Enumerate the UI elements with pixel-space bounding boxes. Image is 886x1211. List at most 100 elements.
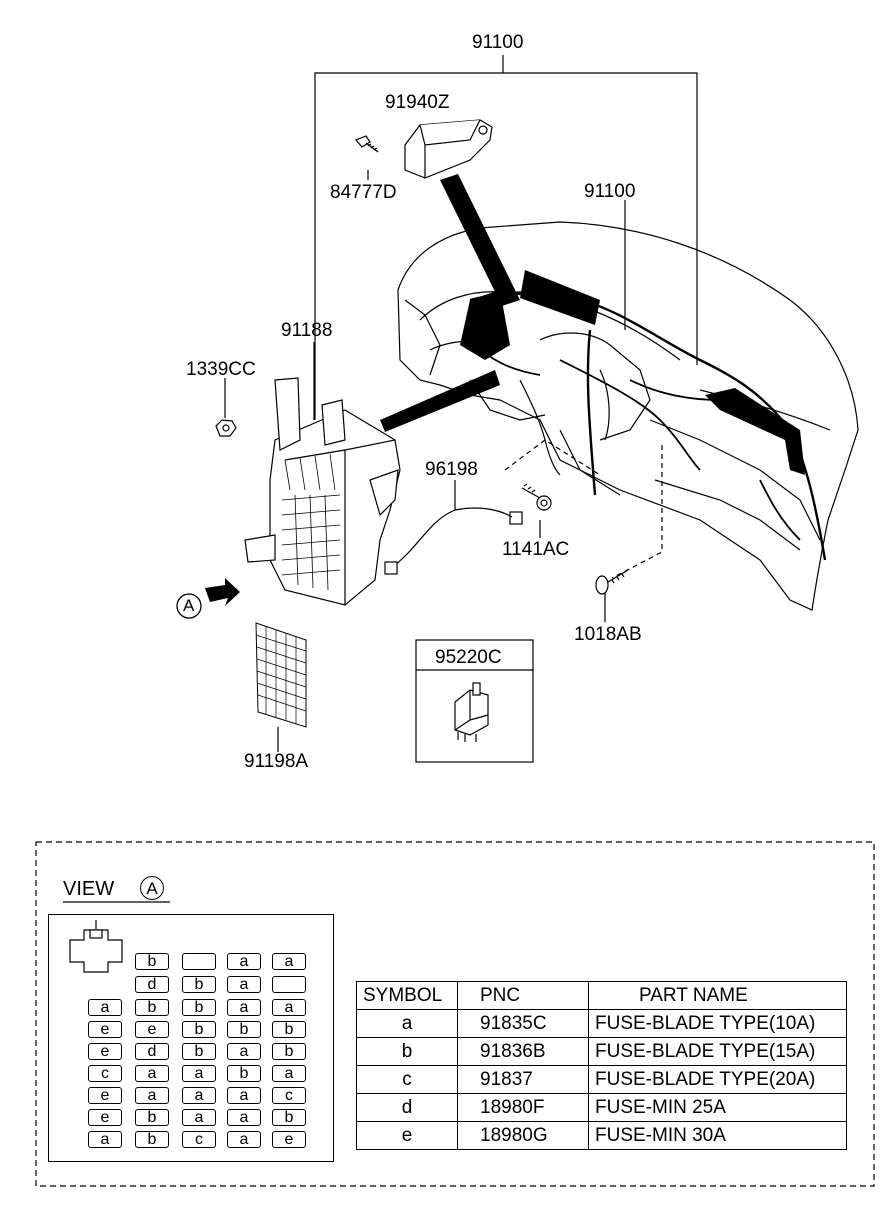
leader-1141ac [504, 439, 601, 476]
fuse-slot: b [182, 999, 216, 1016]
callout-1141ac: 1141AC [502, 539, 570, 560]
bolt-1018ab [595, 569, 629, 595]
legend-part-name: FUSE-BLADE TYPE(15A) [588, 1037, 847, 1066]
fuse-slot: c [88, 1065, 122, 1082]
legend-pnc: 18980F [457, 1093, 589, 1122]
fuse-slot: b [272, 1109, 306, 1126]
legend-header-part-name: PART NAME [588, 981, 847, 1010]
fuse-slot: d [135, 976, 169, 993]
fuse-slot: b [135, 1109, 169, 1126]
view-arrow [205, 578, 240, 606]
fuse-slot: a [227, 953, 261, 970]
legend-row: c 91837 FUSE-BLADE TYPE(20A) [356, 1065, 847, 1094]
fuse-slot: b [135, 953, 169, 970]
fuse-slot: d [135, 1043, 169, 1060]
callout-1018ab: 1018AB [574, 624, 642, 645]
callout-96198: 96198 [425, 459, 478, 480]
fuse-slot: e [135, 1021, 169, 1038]
panel-relay-symbol [69, 920, 123, 973]
fuse-slot: a [135, 1087, 169, 1104]
view-title: VIEW [63, 878, 115, 900]
fuse-slot: a [135, 1065, 169, 1082]
fuse-slot: a [227, 1087, 261, 1104]
fuse-slot: e [272, 1131, 306, 1148]
legend-part-name: FUSE-MIN 30A [588, 1121, 847, 1150]
fuse-slot: a [227, 1131, 261, 1148]
legend-header-symbol: SYMBOL [356, 981, 458, 1010]
fuse-slot: b [272, 1043, 306, 1060]
fuse-slot: e [88, 1109, 122, 1126]
fuse-slot: a [88, 999, 122, 1016]
callout-91188: 91188 [281, 320, 333, 341]
dashboard-outline [397, 221, 859, 611]
wire-96198 [384, 507, 523, 575]
callout-1339cc: 1339CC [186, 359, 256, 380]
leader-1018ab [611, 445, 663, 579]
legend-row: a 91835C FUSE-BLADE TYPE(10A) [356, 1009, 847, 1038]
callout-91940z: 91940Z [385, 92, 450, 113]
fuse-slot: b [272, 1021, 306, 1038]
legend-symbol: d [356, 1093, 458, 1122]
legend-symbol: c [356, 1065, 458, 1094]
legend-header-row: SYMBOL PNC PART NAME [356, 981, 847, 1010]
fuse-slot: a [227, 976, 261, 993]
legend-pnc: 91835C [457, 1009, 589, 1038]
view-circle-label: A [140, 876, 164, 900]
fuse-slot: a [272, 953, 306, 970]
fuse-slot: b [227, 1021, 261, 1038]
fuse-slot: a [272, 999, 306, 1016]
nut-1339cc [215, 419, 237, 437]
callout-91198a: 91198A [244, 751, 309, 772]
legend-pnc: 91836B [457, 1037, 589, 1066]
legend-pnc: 18980G [457, 1121, 589, 1150]
bolt-1141ac [521, 483, 552, 511]
legend-symbol: b [356, 1037, 458, 1066]
fuse-slot: b [135, 999, 169, 1016]
fuse-slot: e [88, 1087, 122, 1104]
legend-part-name: FUSE-MIN 25A [588, 1093, 847, 1122]
fuse-slot: a [272, 1065, 306, 1082]
fuse-slot: a [88, 1131, 122, 1148]
fuse-slot: b [182, 976, 216, 993]
legend-row: b 91836B FUSE-BLADE TYPE(15A) [356, 1037, 847, 1066]
arrow-view-label: A [183, 596, 195, 615]
fuse-slot [182, 953, 216, 970]
fuse-slot: a [182, 1109, 216, 1126]
junction-box [244, 377, 401, 606]
callout-95220c: 95220C [435, 647, 502, 668]
legend-row: e 18980G FUSE-MIN 30A [356, 1121, 847, 1150]
fuse-slot: a [182, 1087, 216, 1104]
relay-box [415, 639, 534, 763]
legend-header-pnc: PNC [457, 981, 589, 1010]
legend-symbol: a [356, 1009, 458, 1038]
fuse-slot: e [88, 1021, 122, 1038]
label-sheet [255, 622, 307, 728]
fuse-slot: b [182, 1021, 216, 1038]
legend-part-name: FUSE-BLADE TYPE(20A) [588, 1065, 847, 1094]
fuse-slot: b [135, 1131, 169, 1148]
fuse-slot: c [272, 1087, 306, 1104]
fuse-slot: a [182, 1065, 216, 1082]
view-region [35, 841, 875, 1187]
fuse-legend-table: SYMBOL PNC PART NAME a 91835C FUSE-BLADE… [356, 981, 847, 1150]
fuse-slot: e [88, 1043, 122, 1060]
srs-module [404, 119, 493, 179]
fuse-slot: c [182, 1131, 216, 1148]
fuse-slot: a [227, 1109, 261, 1126]
fuse-slot: a [227, 1043, 261, 1060]
fuse-slot: b [182, 1043, 216, 1060]
fuse-slot [272, 976, 306, 993]
legend-part-name: FUSE-BLADE TYPE(10A) [588, 1009, 847, 1038]
legend-pnc: 91837 [457, 1065, 589, 1094]
legend-row: d 18980F FUSE-MIN 25A [356, 1093, 847, 1122]
legend-symbol: e [356, 1121, 458, 1150]
fuse-slot: b [227, 1065, 261, 1082]
callout-91100-right: 91100 [584, 181, 636, 202]
screw-84777d [354, 135, 379, 153]
fuse-slot: a [227, 999, 261, 1016]
callout-84777d: 84777D [330, 182, 397, 203]
callout-91100-top: 91100 [472, 32, 524, 53]
leader-91100-bracket [314, 72, 698, 420]
